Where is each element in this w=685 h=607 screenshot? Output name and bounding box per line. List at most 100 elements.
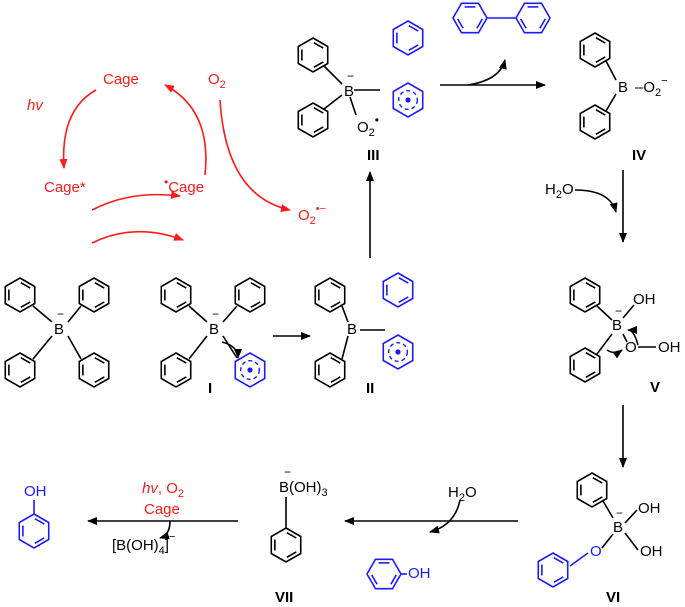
benzene-ring <box>314 277 346 313</box>
double-bond <box>34 537 45 545</box>
benzene-ring <box>160 352 192 388</box>
bond <box>569 552 589 567</box>
double-bond <box>313 126 324 134</box>
benzene-ring <box>4 277 36 313</box>
double-bond <box>592 476 603 484</box>
benzene-ring <box>382 334 414 370</box>
cycle-arrow-regeneration <box>164 84 207 176</box>
phenol-product-oh: OH <box>24 483 47 500</box>
double-bond <box>553 556 564 564</box>
benzene-ring <box>297 102 329 138</box>
double-bond <box>330 376 341 384</box>
double-bond <box>553 576 564 584</box>
benzene-ring <box>234 352 266 388</box>
delocalization-circle <box>397 89 419 111</box>
cage-ground-state: Cage <box>103 71 139 88</box>
double-bond <box>585 281 596 289</box>
bond <box>622 304 635 319</box>
label-III: III <box>367 147 380 164</box>
hydroxyl-group: OH <box>640 543 663 560</box>
bond <box>188 305 208 323</box>
double-bond <box>330 281 341 289</box>
bond <box>601 533 614 549</box>
double-bond <box>592 496 603 504</box>
bond <box>605 93 617 112</box>
water-reagent: H2O <box>545 181 574 201</box>
cage-radical: •Cage <box>164 175 204 196</box>
label-VI: VI <box>606 589 620 606</box>
benzene-ring <box>382 272 414 308</box>
double-bond <box>286 531 297 539</box>
cage-excited-state: Cage* <box>44 179 86 196</box>
arrow-biphenyl-release <box>467 59 507 86</box>
bond <box>32 305 53 323</box>
double-bond <box>330 356 341 364</box>
hydroxyl-group: OH <box>633 291 656 308</box>
double-bond <box>20 281 31 289</box>
double-bond <box>390 574 398 585</box>
benzene-ring <box>18 513 50 549</box>
atom-labels: B − B − I B II B − O2• III B –O2− IV H2O… <box>24 69 681 606</box>
benzene-ring <box>579 32 611 68</box>
benzene-ring <box>297 37 329 73</box>
bond <box>624 509 638 524</box>
benzene-ring <box>160 277 192 313</box>
benzene-ring <box>569 347 601 383</box>
double-bond <box>94 301 105 309</box>
bond <box>222 305 238 323</box>
double-bond <box>595 36 606 44</box>
arrow-water-addition <box>574 189 618 213</box>
double-bond <box>456 18 464 29</box>
boron-charge: − <box>284 465 291 479</box>
boron-atom: B <box>618 79 628 96</box>
radical-dot <box>247 367 253 373</box>
boron-atom: B <box>612 317 622 334</box>
radical-dot <box>395 349 401 355</box>
double-bond <box>250 301 261 309</box>
bond <box>323 65 343 85</box>
double-bond <box>313 106 324 114</box>
bond <box>602 500 614 519</box>
hydroxyl-group: OH <box>638 500 661 517</box>
bond <box>222 335 238 359</box>
arrow-borate-release <box>159 520 171 540</box>
hydroperoxide-oh: OH <box>658 339 681 356</box>
water-reagent: H2O <box>448 484 477 504</box>
boron-charge: − <box>615 304 622 318</box>
boron-charge: − <box>616 506 623 520</box>
bond <box>323 94 343 110</box>
double-bond <box>595 56 606 64</box>
benzene-ring <box>234 277 266 313</box>
benzene-ring <box>515 2 551 34</box>
double-bond <box>595 128 606 136</box>
label-II: II <box>366 380 374 397</box>
peroxy-o2-anion: –O2− <box>635 75 668 99</box>
boron-atom: B <box>54 321 64 338</box>
double-bond <box>476 18 484 29</box>
bond <box>596 305 613 321</box>
double-bond <box>176 356 187 364</box>
label-V: V <box>650 379 660 396</box>
double-bond <box>370 574 378 585</box>
o2-label: O2 <box>208 71 226 91</box>
double-bond <box>94 281 105 289</box>
electron-arrow-V-b <box>606 349 623 359</box>
double-bond <box>408 24 419 32</box>
bond <box>622 333 628 343</box>
final-conditions: hv, O2 <box>142 480 184 500</box>
label-IV: IV <box>632 147 646 164</box>
cycle-arrow-o2-reduction <box>219 99 291 212</box>
photocatalytic-cycle: Cage hv O2 Cage* •Cage O2•− <box>27 71 326 244</box>
boron-charge: − <box>347 69 354 83</box>
double-bond <box>408 44 419 52</box>
bond <box>605 60 617 81</box>
benzene-ring <box>392 20 424 56</box>
bond <box>624 532 639 551</box>
phenol-oh: OH <box>408 565 431 582</box>
benzene-ring <box>4 352 36 388</box>
peroxy-o2: O2• <box>357 113 379 139</box>
double-bond <box>176 281 187 289</box>
borate-byproduct: [B(OH)4]− <box>112 531 175 557</box>
peroxide-oxygen: O <box>625 339 637 356</box>
